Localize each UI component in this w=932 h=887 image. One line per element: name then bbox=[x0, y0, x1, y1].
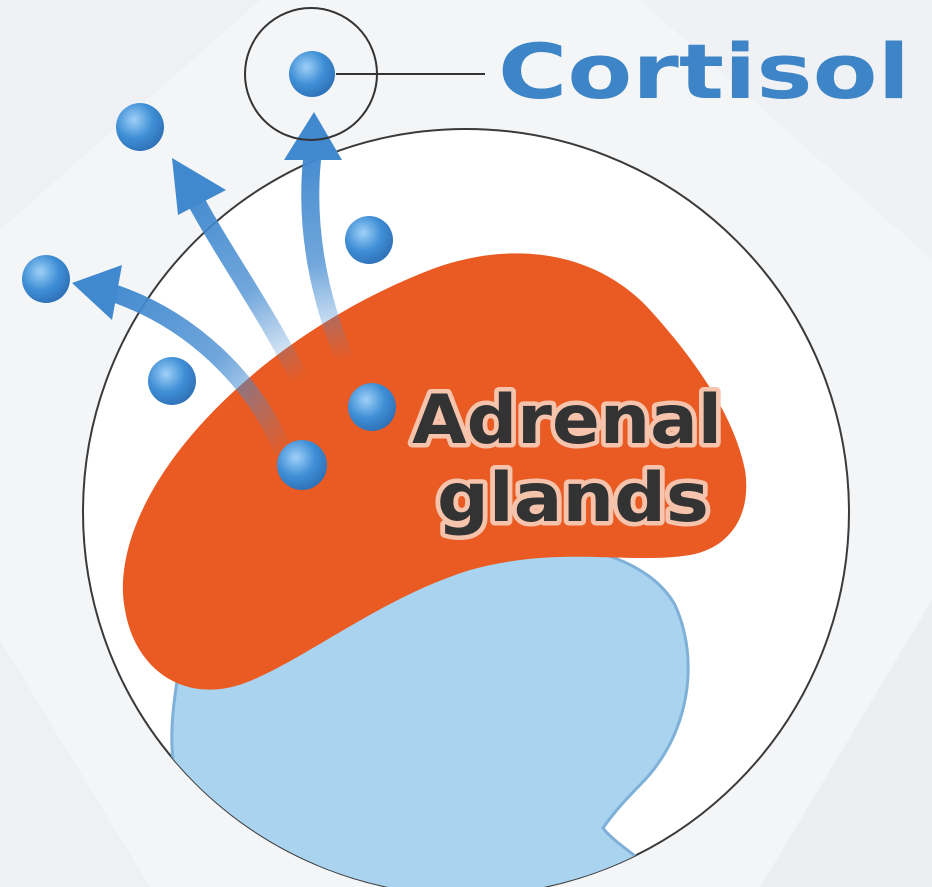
hormone-label: Cortisol bbox=[498, 27, 910, 116]
organ-label-line1: Adrenal bbox=[412, 381, 722, 460]
organ-label: Adrenal glands bbox=[412, 381, 722, 538]
cortisol-molecule-icon bbox=[116, 103, 164, 151]
organ-label-line2: glands bbox=[437, 459, 709, 538]
cortisol-molecule-icon bbox=[345, 216, 393, 264]
cortisol-molecule-icon bbox=[348, 383, 396, 431]
cortisol-molecule-icon bbox=[148, 357, 196, 405]
cortisol-molecule-icon bbox=[289, 51, 335, 97]
cortisol-molecule-icon bbox=[277, 440, 327, 490]
cortisol-molecule-icon bbox=[22, 255, 70, 303]
